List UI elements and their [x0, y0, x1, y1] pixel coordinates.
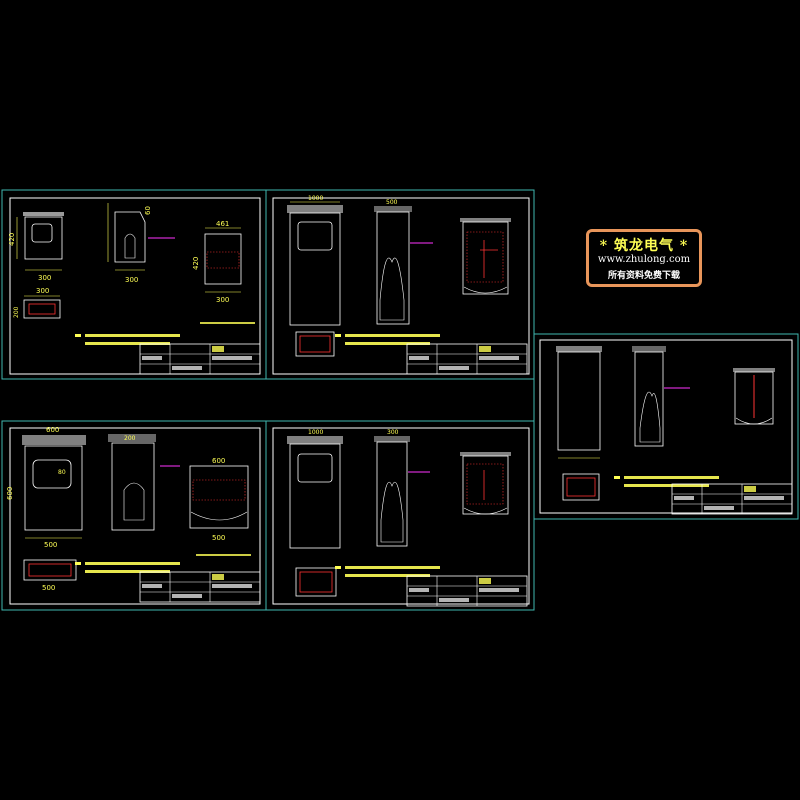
sheet-2-dim-side-top: 500 — [386, 199, 398, 206]
sheet-1-dim-right-h: 420 — [192, 257, 200, 270]
sheet-3-dim-top: 600 — [46, 426, 59, 434]
sheet-5 — [533, 333, 799, 520]
sheet-5-border — [533, 333, 799, 520]
sheet-3-dim-left-h: 600 — [6, 487, 14, 500]
sheet-3-dim-right-b: 500 — [212, 534, 225, 542]
sheet-1-frame — [9, 197, 261, 375]
watermark-badge: * 筑龙电气 * www.zhulong.com 所有资料免费下载 — [586, 229, 702, 287]
sheet-1-dim-right-w: 461 — [216, 220, 229, 228]
sheet-4: 1000 300 — [265, 420, 535, 611]
sheet-1-dim-left-h: 420 — [8, 233, 16, 246]
sheet-1: 420 300 60 300 461 420 300 300 200 — [1, 189, 267, 380]
sheet-2-dim-top: 1000 — [308, 195, 323, 202]
sheet-1-dim-base-d: 200 — [13, 306, 20, 318]
sheet-3-dim-base-w: 500 — [44, 541, 57, 549]
watermark-title: * 筑龙电气 * — [599, 238, 689, 254]
sheet-3-dim-bot-w: 500 — [42, 584, 55, 592]
sheet-1-dim-bottom: 300 — [38, 274, 51, 282]
sheet-2-frame — [272, 197, 530, 375]
sheet-4-dim-side-top: 300 — [387, 429, 399, 436]
sheet-5-frame — [539, 339, 793, 514]
sheet-1-border — [1, 189, 267, 380]
sheet-3-border — [1, 420, 267, 611]
sheet-3-dim-inner: 80 — [58, 469, 66, 476]
watermark-subtitle: 所有资料免费下载 — [607, 271, 680, 281]
sheet-1-dim-side-d: 60 — [144, 206, 152, 215]
sheet-4-dim-top: 1000 — [308, 429, 323, 436]
sheet-3-frame — [9, 427, 261, 605]
sheet-3-dim-right-w: 600 — [212, 457, 225, 465]
sheet-2-border — [265, 189, 535, 380]
sheet-1-dim-side-b: 300 — [125, 276, 138, 284]
sheet-3: 600 600 80 500 500 200 600 500 — [1, 420, 267, 611]
sheet-1-dim-base-w: 300 — [36, 287, 49, 295]
sheet-4-frame — [272, 427, 530, 605]
watermark-url: www.zhulong.com — [597, 254, 691, 265]
sheet-4-border — [265, 420, 535, 611]
sheet-3-dim-side-d: 200 — [124, 435, 136, 442]
sheet-1-dim-right-b: 300 — [216, 296, 229, 304]
sheet-2: 1000 500 — [265, 189, 535, 380]
